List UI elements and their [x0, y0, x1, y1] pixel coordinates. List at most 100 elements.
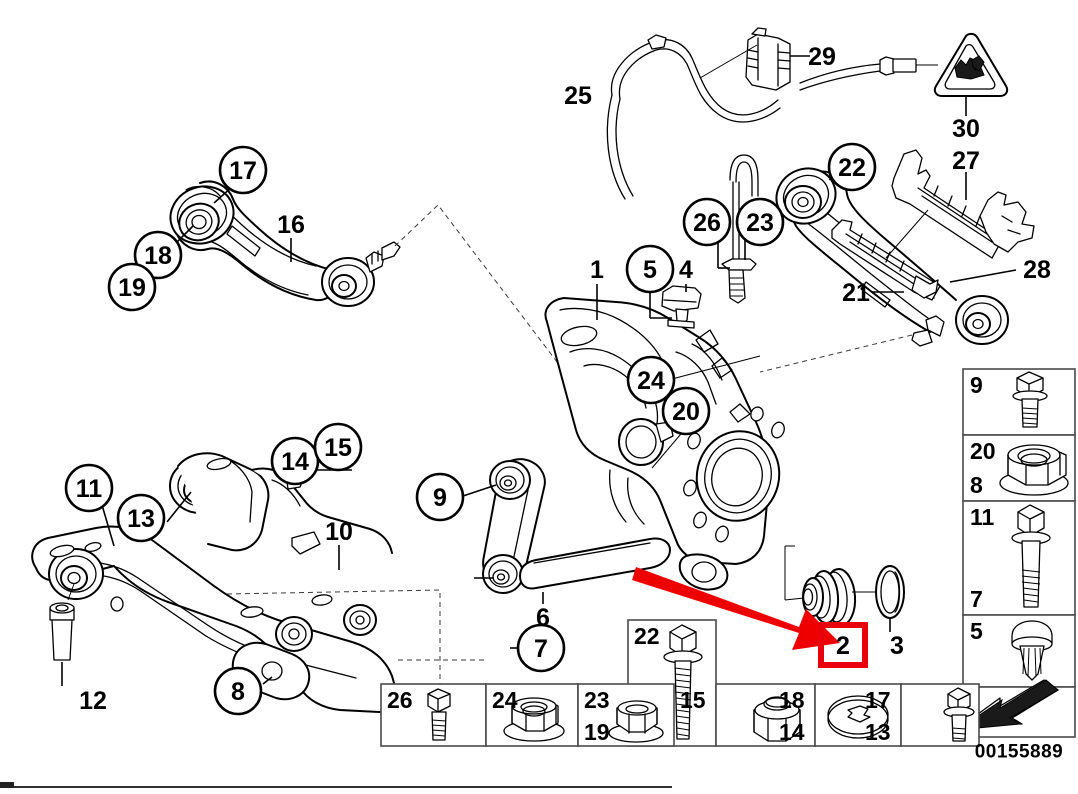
callout-9: 9 — [415, 472, 465, 522]
callout-label: 7 — [534, 635, 548, 663]
callout-label: 26 — [693, 209, 721, 237]
footer-tick — [0, 782, 14, 788]
flange-nut-icon — [999, 444, 1069, 496]
callout-14: 14 — [270, 436, 320, 486]
rivet-pin-icon — [1011, 620, 1053, 681]
bottom-fastener-row — [380, 683, 980, 747]
part-bracket-27 — [891, 149, 1035, 259]
callout-ring — [218, 145, 268, 195]
callout-label: 12 — [79, 687, 107, 715]
cell-label-14: 14 — [779, 719, 805, 745]
callout-label: 24 — [637, 367, 665, 395]
callout-7: 7 — [516, 623, 566, 673]
cap-nut-icon — [753, 696, 801, 742]
cell-label-5: 5 — [970, 618, 983, 644]
part-abs-sensor-cable-25 — [606, 34, 938, 200]
callout-26: 26 — [682, 197, 732, 247]
callout-ring — [682, 197, 732, 247]
cell-label-18: 18 — [779, 687, 805, 713]
callout-28: 28 — [1023, 256, 1051, 284]
callout-ring — [313, 422, 363, 472]
callout-label: 27 — [952, 147, 980, 175]
callout-27: 27 — [952, 147, 980, 175]
hex-flange-bolt-short-icon — [1012, 371, 1048, 428]
callout-label: 1 — [590, 256, 604, 284]
socket-head-bolt-icon — [427, 688, 451, 741]
flange-nut-icon-24 — [503, 697, 565, 742]
callout-ring — [64, 463, 114, 513]
callout-label: 3 — [890, 632, 904, 660]
bent-arrow-symbol-icon — [977, 679, 1059, 729]
cell-label-19: 19 — [584, 719, 610, 745]
part-toe-link-6 — [459, 458, 546, 649]
callout-18: 18 — [133, 230, 183, 280]
leader-24 — [667, 355, 761, 381]
callout-29: 29 — [808, 43, 836, 71]
cell-label-8: 8 — [970, 472, 983, 498]
callout-5: 5 — [625, 244, 675, 294]
callout-label: 18 — [144, 242, 172, 270]
callout-15: 15 — [313, 422, 363, 472]
callout-1: 1 — [590, 256, 604, 284]
callout-17: 17 — [218, 145, 268, 195]
callout-label: 16 — [277, 211, 305, 239]
leader-20 — [651, 427, 687, 469]
part-washer-3 — [852, 565, 905, 632]
callout-12: 12 — [79, 687, 107, 715]
cell-label-9: 9 — [970, 372, 983, 398]
callout-30: 30 — [952, 115, 980, 143]
callout-ring — [661, 386, 711, 436]
callout-ring — [116, 493, 166, 543]
part-connector-29 — [699, 27, 810, 91]
callout-label: 23 — [746, 209, 774, 237]
callout-ring — [735, 197, 785, 247]
callout-25: 25 — [564, 82, 592, 110]
callout-label: 21 — [842, 279, 870, 307]
part-bracket-28 — [831, 209, 1017, 301]
part-wheel-carrier-1 — [544, 284, 785, 591]
hex-bolt-long-icon-2 — [1011, 504, 1051, 608]
callout-label: 15 — [324, 434, 352, 462]
callout-ring — [133, 230, 183, 280]
callout-label: 5 — [643, 256, 657, 284]
assembly-line-upper-arm — [394, 204, 621, 446]
highlight-part-number: 2 — [836, 632, 850, 660]
callout-label: 29 — [808, 43, 836, 71]
callout-label: 9 — [433, 484, 447, 512]
callout-ring — [827, 142, 877, 192]
cell-label-26: 26 — [387, 687, 413, 713]
flange-nut-small-icon — [608, 700, 664, 743]
cell-label-11: 11 — [970, 504, 995, 530]
callout-ring — [625, 244, 675, 294]
cell-label-24: 24 — [492, 687, 518, 713]
callout-8: 8 — [213, 666, 263, 716]
footer-rule — [0, 786, 672, 788]
callout-label: 28 — [1023, 256, 1051, 284]
cell-label-7: 7 — [970, 586, 983, 612]
callout-10: 10 — [325, 518, 353, 546]
callout-11: 11 — [64, 463, 114, 513]
callout-label: 25 — [564, 82, 592, 110]
hex-bolt-long-icon — [663, 624, 703, 740]
part-stopper-4 — [649, 284, 702, 329]
cell-label-13: 13 — [865, 719, 891, 745]
cell-label-23: 23 — [584, 687, 610, 713]
callout-label: 19 — [118, 274, 146, 302]
callout-24: 24 — [626, 355, 676, 405]
callout-20: 20 — [661, 386, 711, 436]
highlight-box-part-2 — [818, 622, 868, 668]
part-warning-triangle-30 — [933, 32, 1009, 116]
callout-ring — [107, 262, 157, 312]
callout-23: 23 — [735, 197, 785, 247]
callout-label: 11 — [76, 475, 103, 503]
callout-label: 30 — [952, 115, 980, 143]
washer-disc-icon — [827, 695, 889, 739]
highlight-arrow — [632, 567, 840, 650]
part-sleeve-12 — [49, 583, 75, 686]
assembly-line-camber-arm — [759, 334, 913, 373]
callout-ring — [270, 436, 320, 486]
callout-label: 8 — [231, 678, 245, 706]
catalog-id: 00155889 — [975, 742, 1064, 763]
